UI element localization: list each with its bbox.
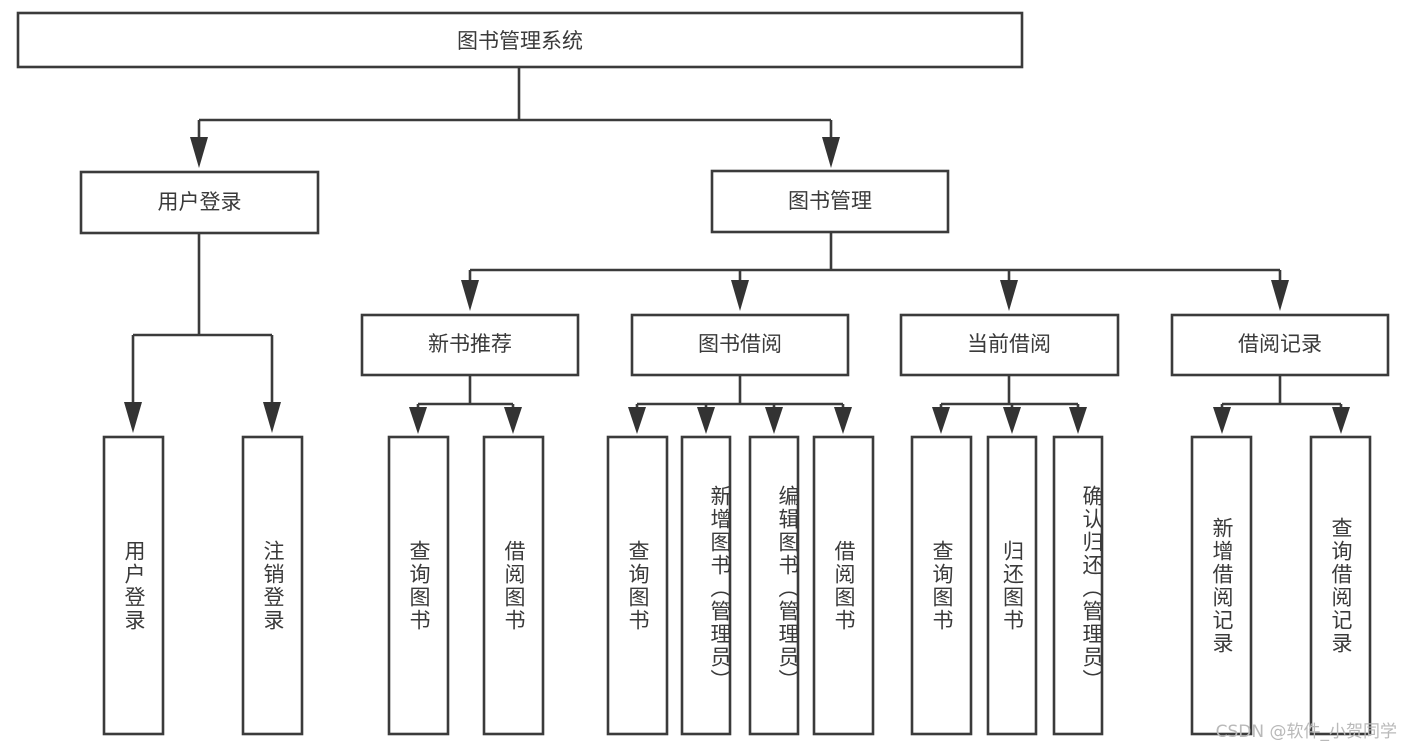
arrow-head-user-login <box>190 137 208 168</box>
node-root-box[interactable] <box>16 11 1024 69</box>
node-borrow-record[interactable]: 借阅记录 <box>1170 313 1390 377</box>
leaf-box-logout[interactable] <box>241 435 304 736</box>
arrow-head-borrow-leaf4 <box>834 407 852 434</box>
leaf-box-borrow-borrow-book[interactable] <box>812 435 875 736</box>
arrow-head-leaf-logout <box>263 402 281 433</box>
arrow-head-current <box>1000 280 1018 311</box>
arrow-head-current-leaf3 <box>1069 407 1087 434</box>
node-user-login[interactable]: 用户登录 <box>79 170 320 235</box>
leaf-box-borrow-query-book[interactable] <box>606 435 669 736</box>
arrow-head-record <box>1271 280 1289 311</box>
node-new-book-recommend-box[interactable] <box>360 313 580 377</box>
arrow-head-book-manage <box>822 137 840 168</box>
csdn-watermark: CSDN @软件_小贺同学 <box>1215 722 1397 742</box>
leaf-box-borrow-edit-book[interactable] <box>748 435 800 736</box>
arrow-head-borrow-leaf3 <box>765 407 783 434</box>
arrow-head-current-leaf1 <box>932 407 950 434</box>
arrow-head-rec-leaf2 <box>504 407 522 434</box>
arrow-head-record-leaf1 <box>1213 407 1231 434</box>
node-current-borrow-label: 当前借阅 <box>967 332 1051 356</box>
leaf-box-current-return-book[interactable] <box>986 435 1038 736</box>
arrow-head-borrow-leaf1 <box>628 407 646 434</box>
node-new-book-recommend-label: 新书推荐 <box>428 332 512 356</box>
node-book-manage-label: 图书管理 <box>788 189 872 213</box>
node-current-borrow[interactable]: 当前借阅 <box>899 313 1120 377</box>
node-borrow-record-box[interactable] <box>1170 313 1390 377</box>
arrow-head-record-leaf2 <box>1332 407 1350 434</box>
arrow-head-recommend <box>461 280 479 311</box>
node-book-manage-box[interactable] <box>710 169 950 234</box>
leaf-box-borrow-add-book[interactable] <box>680 435 732 736</box>
arrow-head-borrow <box>731 280 749 311</box>
node-current-borrow-box[interactable] <box>899 313 1120 377</box>
node-borrow-record-label: 借阅记录 <box>1238 332 1322 356</box>
node-new-book-recommend[interactable]: 新书推荐 <box>360 313 580 377</box>
node-book-borrow[interactable]: 图书借阅 <box>630 313 850 377</box>
node-root[interactable]: 图书管理系统 <box>16 11 1024 69</box>
arrow-head-rec-leaf1 <box>409 407 427 434</box>
arrow-head-leaf-user-login <box>124 402 142 433</box>
leaf-box-current-query-book[interactable] <box>910 435 973 736</box>
leaf-box-record-query[interactable] <box>1309 435 1372 736</box>
node-root-label: 图书管理系统 <box>457 29 583 53</box>
node-user-login-box[interactable] <box>79 170 320 235</box>
node-book-manage[interactable]: 图书管理 <box>710 169 950 234</box>
node-book-borrow-box[interactable] <box>630 313 850 377</box>
node-book-borrow-label: 图书借阅 <box>698 332 782 356</box>
node-user-login-label: 用户登录 <box>158 190 242 214</box>
connector-layer <box>124 67 1350 434</box>
leaf-box-user-login[interactable] <box>102 435 165 736</box>
arrow-head-borrow-leaf2 <box>697 407 715 434</box>
leaf-box-rec-query-book[interactable] <box>387 435 450 736</box>
node-layer: 图书管理系统 用户登录 图书管理 新书推荐 图书借阅 当前 <box>16 11 1390 736</box>
arrow-head-current-leaf2 <box>1003 407 1021 434</box>
leaf-box-current-confirm-return[interactable] <box>1052 435 1104 736</box>
leaf-box-rec-borrow-book[interactable] <box>482 435 545 736</box>
leaf-box-record-add[interactable] <box>1190 435 1253 736</box>
